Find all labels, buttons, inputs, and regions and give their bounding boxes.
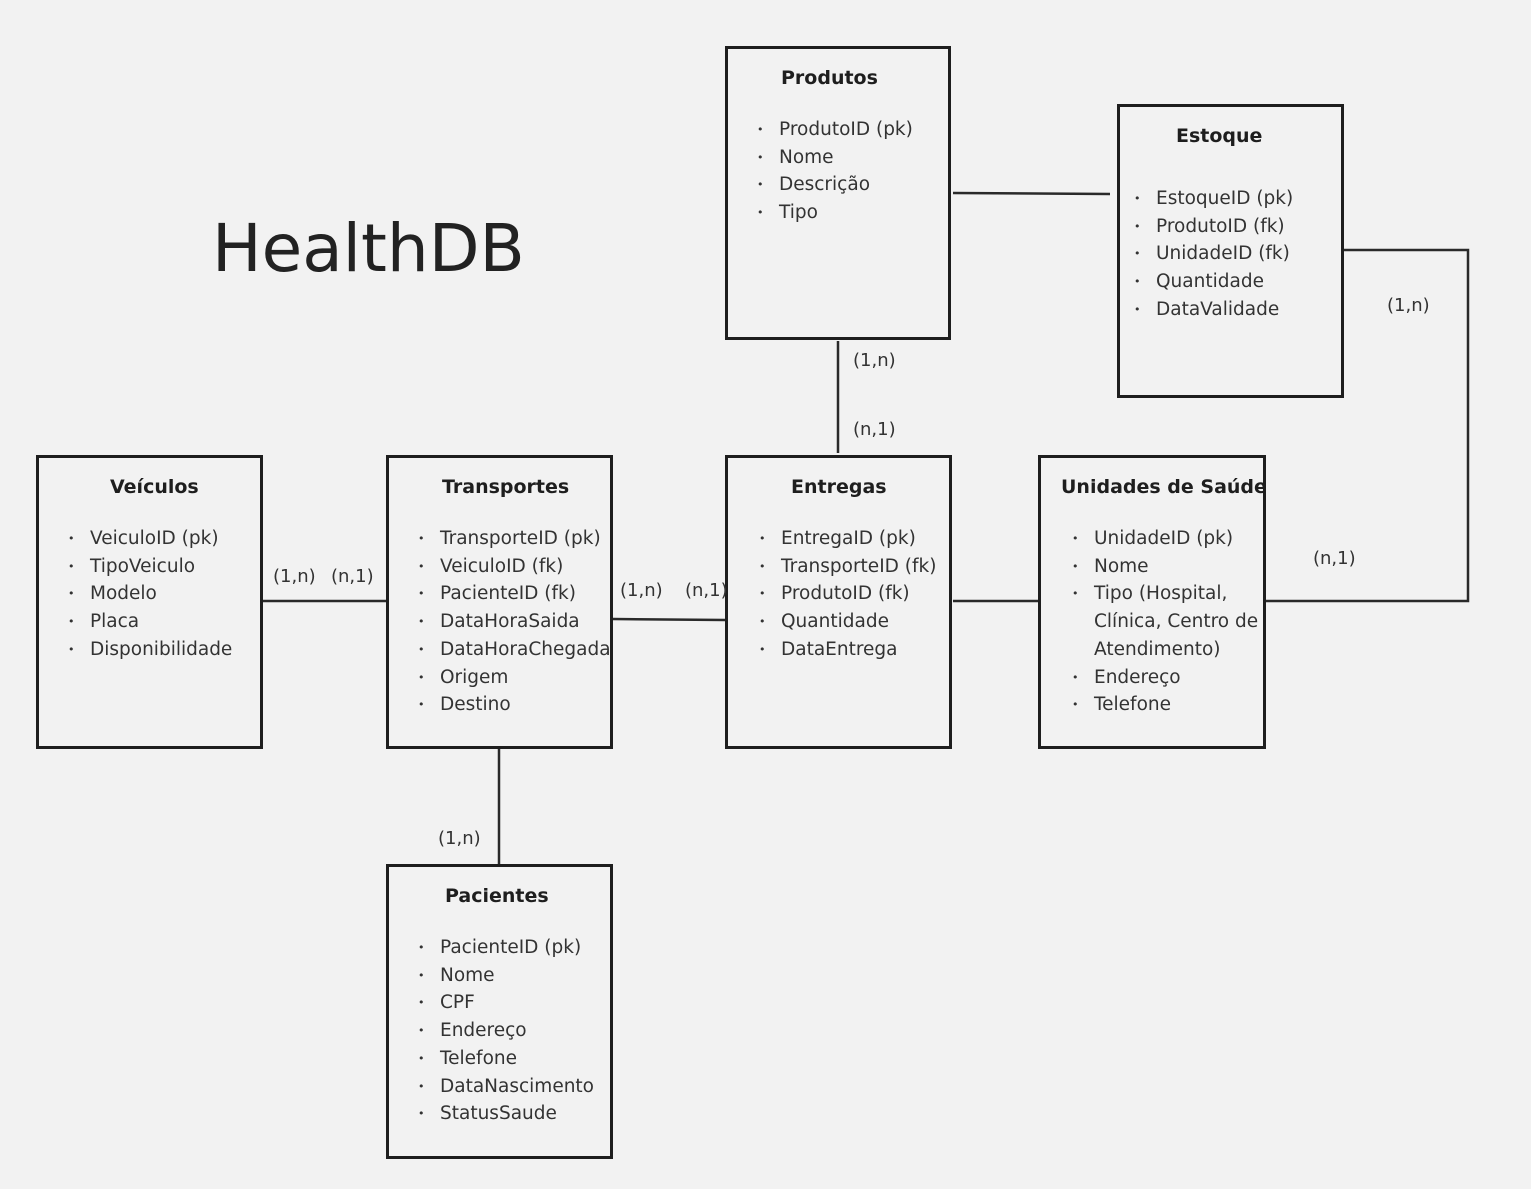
attribute-item: Endereço — [418, 1017, 594, 1045]
attribute-item: Tipo — [757, 199, 913, 227]
attribute-item: Destino — [418, 691, 611, 719]
entity-estoque[interactable]: Estoque EstoqueID (pk) ProdutoID (fk) Un… — [1117, 104, 1344, 398]
attribute-item: StatusSaude — [418, 1100, 594, 1128]
attribute-item: EstoqueID (pk) — [1134, 185, 1293, 213]
cardinality-label: (1,n) — [438, 828, 481, 849]
attribute-item: PacienteID (fk) — [418, 580, 611, 608]
cardinality-label: (1,n) — [853, 350, 896, 371]
attribute-item: Descrição — [757, 171, 913, 199]
attribute-item: CPF — [418, 989, 594, 1017]
attribute-list: PacienteID (pk) Nome CPF Endereço Telefo… — [418, 934, 594, 1128]
attribute-item: DataHoraChegada — [418, 636, 611, 664]
cardinality-label: (n,1) — [331, 566, 374, 587]
entity-name: Entregas — [791, 476, 887, 498]
entity-name: Veículos — [110, 476, 199, 498]
attribute-list: EntregaID (pk) TransporteID (fk) Produto… — [759, 525, 936, 664]
attribute-item: DataEntrega — [759, 636, 936, 664]
entity-name: Transportes — [442, 476, 570, 498]
cardinality-label: (1,n) — [620, 580, 663, 601]
attribute-item: Endereço — [1072, 664, 1259, 692]
entity-unidades-de-saude[interactable]: Unidades de Saúde UnidadeID (pk) Nome Ti… — [1038, 455, 1267, 749]
entity-entregas[interactable]: Entregas EntregaID (pk) TransporteID (fk… — [725, 455, 952, 749]
cardinality-label: (1,n) — [273, 566, 316, 587]
attribute-list: ProdutoID (pk) Nome Descrição Tipo — [757, 116, 913, 227]
cardinality-label: (n,1) — [1313, 548, 1356, 569]
attribute-item: DataHoraSaida — [418, 608, 611, 636]
entity-name: Produtos — [781, 67, 878, 89]
attribute-item: Tipo (Hospital, Clínica, Centro de Atend… — [1072, 580, 1259, 663]
cardinality-label: (1,n) — [1387, 295, 1430, 316]
attribute-item: TransporteID (fk) — [759, 553, 936, 581]
attribute-item: ProdutoID (pk) — [757, 116, 913, 144]
attribute-item: Placa — [68, 608, 232, 636]
attribute-item: ProdutoID (fk) — [759, 580, 936, 608]
attribute-item: Telefone — [1072, 691, 1259, 719]
attribute-item: EntregaID (pk) — [759, 525, 936, 553]
cardinality-label: (n,1) — [685, 580, 728, 601]
entity-veiculos[interactable]: Veículos VeiculoID (pk) TipoVeiculo Mode… — [36, 455, 263, 749]
cardinality-label: (n,1) — [853, 419, 896, 440]
attribute-item: UnidadeID (pk) — [1072, 525, 1259, 553]
attribute-item: UnidadeID (fk) — [1134, 240, 1293, 268]
attribute-item: Telefone — [418, 1045, 594, 1073]
attribute-list: TransporteID (pk) VeiculoID (fk) Pacient… — [418, 525, 611, 719]
entity-name: Pacientes — [445, 885, 549, 907]
entity-name: Estoque — [1176, 125, 1263, 147]
attribute-item: VeiculoID (fk) — [418, 553, 611, 581]
attribute-item: DataNascimento — [418, 1073, 594, 1101]
attribute-item: Origem — [418, 664, 611, 692]
attribute-item: PacienteID (pk) — [418, 934, 594, 962]
attribute-item: Quantidade — [1134, 268, 1293, 296]
attribute-list: EstoqueID (pk) ProdutoID (fk) UnidadeID … — [1134, 185, 1293, 324]
line-produtos-estoque — [952, 191, 1111, 196]
diagram-title: HealthDB — [212, 210, 525, 287]
entity-produtos[interactable]: Produtos ProdutoID (pk) Nome Descrição T… — [725, 46, 951, 340]
attribute-item: Nome — [1072, 553, 1259, 581]
attribute-item: Disponibilidade — [68, 636, 232, 664]
attribute-item: Modelo — [68, 580, 232, 608]
entity-transportes[interactable]: Transportes TransporteID (pk) VeiculoID … — [386, 455, 613, 749]
entity-name: Unidades de Saúde — [1061, 476, 1267, 498]
attribute-item: DataValidade — [1134, 296, 1293, 324]
attribute-item: ProdutoID (fk) — [1134, 213, 1293, 241]
attribute-item: TransporteID (pk) — [418, 525, 611, 553]
attribute-list: UnidadeID (pk) Nome Tipo (Hospital, Clín… — [1072, 525, 1259, 719]
attribute-list: VeiculoID (pk) TipoVeiculo Modelo Placa … — [68, 525, 232, 664]
attribute-item: Nome — [757, 144, 913, 172]
attribute-item: Quantidade — [759, 608, 936, 636]
line-estoque-unidades — [1266, 248, 1470, 603]
entity-pacientes[interactable]: Pacientes PacienteID (pk) Nome CPF Ender… — [386, 864, 613, 1159]
attribute-item: TipoVeiculo — [68, 553, 232, 581]
line-transportes-entregas — [612, 617, 726, 622]
attribute-item: VeiculoID (pk) — [68, 525, 232, 553]
attribute-item: Nome — [418, 962, 594, 990]
